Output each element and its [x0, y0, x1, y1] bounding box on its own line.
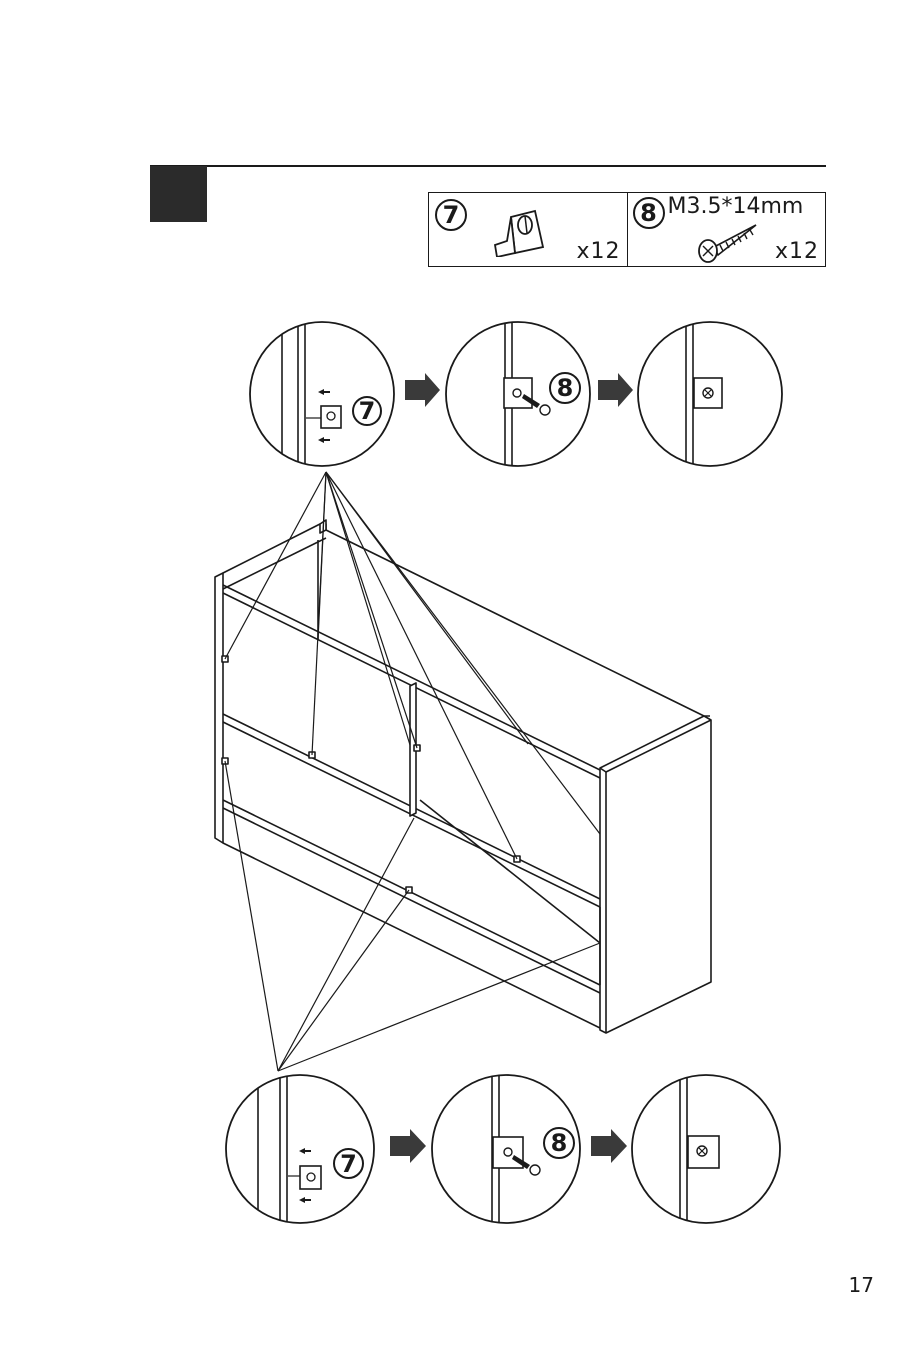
callout-badge-part-7: 7	[352, 396, 382, 426]
callout-badge-part-8: 8	[543, 1127, 575, 1159]
callout-badge-part-8: 8	[549, 372, 581, 404]
detail-circle-bottom-3	[632, 1070, 780, 1226]
detail-circle-top-1	[250, 318, 394, 470]
detail-circle-top-3	[638, 318, 782, 470]
callout-badge-part-7: 7	[333, 1148, 364, 1179]
cabinet-drawing	[215, 520, 711, 1033]
page-number: 17	[849, 1273, 874, 1297]
